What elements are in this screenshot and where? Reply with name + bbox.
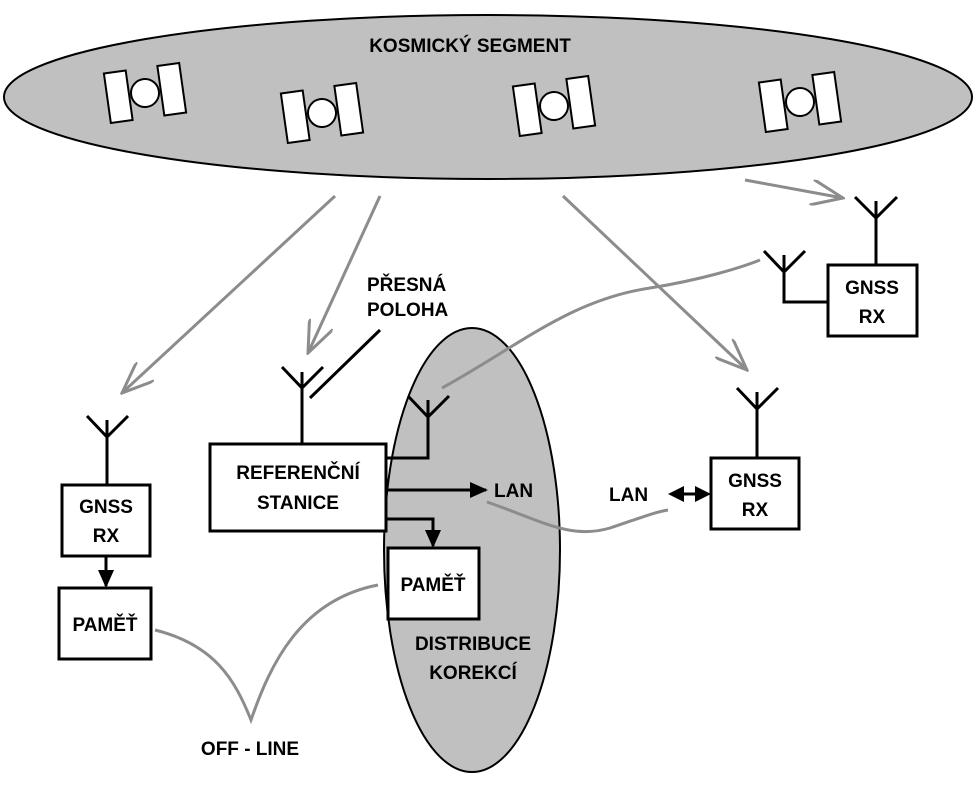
gnss-top-line1: GNSS bbox=[845, 278, 899, 299]
satellite-icon bbox=[102, 61, 188, 125]
lan-link bbox=[486, 500, 669, 534]
radio-link bbox=[441, 258, 761, 390]
memory-center-label: PAMĚŤ bbox=[400, 574, 465, 596]
gnss-left-line2: RX bbox=[93, 526, 120, 547]
precise-position-line1: PŘESNÁ bbox=[367, 274, 446, 296]
gnss-mid-line2: RX bbox=[742, 500, 769, 521]
offline-link bbox=[154, 583, 379, 725]
gnss-receiver-left bbox=[60, 483, 152, 558]
arrow-icon bbox=[668, 486, 711, 502]
gnss-receiver-top-right bbox=[826, 263, 919, 338]
signal-arrow-reference bbox=[308, 195, 382, 353]
reference-station-line2: STANICE bbox=[257, 493, 339, 514]
lan-right-label: LAN bbox=[609, 485, 648, 506]
signal-arrow-top-right bbox=[744, 178, 843, 198]
antenna-icon bbox=[387, 394, 451, 460]
memory-center bbox=[386, 546, 481, 621]
satellite-icon bbox=[757, 70, 843, 134]
gnss-top-line2: RX bbox=[859, 307, 886, 328]
offline-label: OFF - LINE bbox=[201, 739, 299, 760]
memory-left-label: PAMĚŤ bbox=[72, 614, 137, 636]
signal-arrow-rover bbox=[561, 194, 747, 370]
antenna-icon bbox=[280, 365, 325, 445]
signal-arrow-left bbox=[122, 194, 337, 393]
antenna-icon bbox=[85, 414, 130, 485]
precise-position-pointer bbox=[308, 328, 382, 400]
distribution-line1: DISTRIBUCE bbox=[415, 634, 531, 655]
space-segment-ellipse bbox=[3, 14, 973, 180]
precise-position-line2: POLOHA bbox=[367, 300, 449, 321]
gnss-receiver-rover bbox=[709, 456, 801, 531]
satellite-icon bbox=[511, 74, 597, 138]
space-segment-title: KOSMICKÝ SEGMENT bbox=[369, 35, 571, 57]
satellite-icon bbox=[279, 81, 365, 145]
distribution-line2: KOREKCÍ bbox=[429, 662, 517, 684]
antenna-icon bbox=[735, 386, 780, 458]
memory-left bbox=[57, 586, 153, 661]
antenna-icon bbox=[762, 249, 828, 304]
gnss-left-line1: GNSS bbox=[79, 497, 133, 518]
reference-station-line1: REFERENČNÍ bbox=[236, 462, 360, 484]
antenna-icon bbox=[853, 195, 899, 265]
lan-center-label: LAN bbox=[494, 481, 533, 502]
gnss-mid-line1: GNSS bbox=[728, 471, 782, 492]
reference-station bbox=[208, 442, 388, 533]
arrow-icon bbox=[386, 517, 441, 548]
